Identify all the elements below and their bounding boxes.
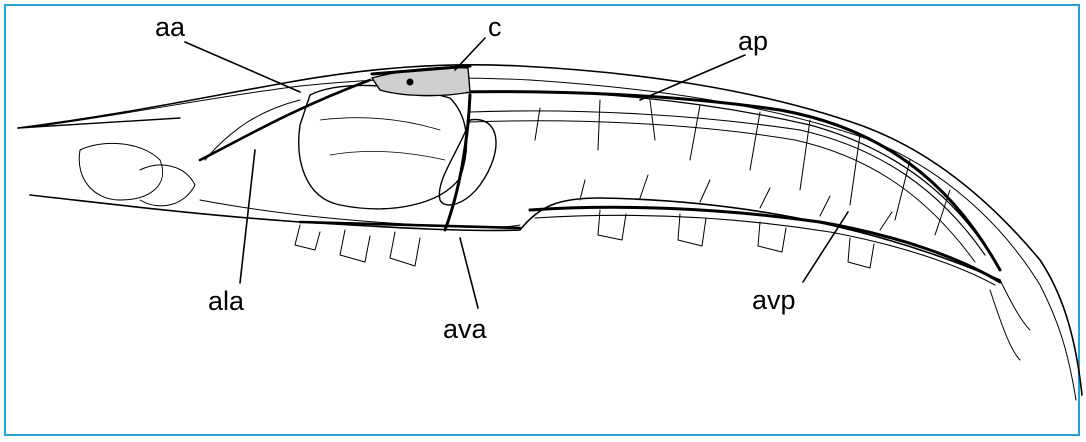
appendage-2 xyxy=(340,230,370,262)
appendage-5 xyxy=(678,214,706,246)
stomach-inner xyxy=(320,118,445,160)
rostrum xyxy=(18,118,180,128)
ventral-nerve xyxy=(535,215,995,285)
label-ala: ala xyxy=(208,286,245,316)
appendage-6 xyxy=(758,222,786,252)
artery-posterior xyxy=(455,92,1000,270)
label-avp: avp xyxy=(752,285,796,315)
label-c: c xyxy=(488,12,502,42)
appendage-1 xyxy=(295,225,320,250)
eye-stalk xyxy=(79,143,162,200)
carapace-inner xyxy=(40,78,1076,400)
label-ava: ava xyxy=(443,314,488,344)
artery-anterior-lateral xyxy=(200,80,370,160)
leader-ava xyxy=(460,238,478,308)
label-aa: aa xyxy=(155,12,186,42)
artery-ventral-posterior xyxy=(530,207,1000,282)
segment-vessels xyxy=(535,100,950,235)
label-ap: ap xyxy=(738,26,768,56)
body-ventral xyxy=(30,195,1000,280)
leader-ala xyxy=(240,150,255,283)
carapace-outline xyxy=(18,65,1082,395)
appendage-7 xyxy=(848,238,874,268)
telson xyxy=(990,280,1030,360)
appendage-4 xyxy=(598,210,626,240)
appendage-3 xyxy=(390,232,420,266)
stomach xyxy=(299,85,467,208)
abdomen-shell-upper xyxy=(460,91,1000,270)
abdomen-gut xyxy=(470,111,985,255)
antennal-base xyxy=(140,165,195,206)
leader-aa xyxy=(185,42,300,92)
ventral-branches xyxy=(580,175,892,230)
artery-ventral-anterior xyxy=(445,95,470,230)
artery-ventral-anterior-floor xyxy=(300,222,520,228)
